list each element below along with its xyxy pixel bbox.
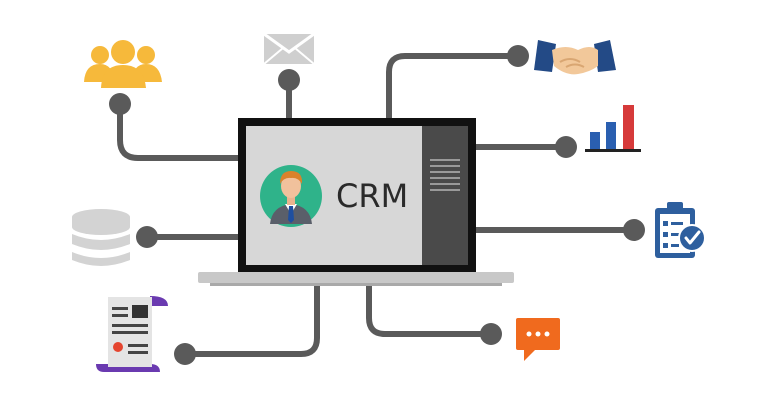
bar-chart-icon (585, 105, 641, 152)
connector-partnership (386, 53, 521, 121)
crm-label: CRM (336, 177, 408, 215)
laptop-base (198, 272, 514, 283)
connector-team (117, 101, 243, 161)
dot-documents (174, 343, 196, 365)
laptop: CRM (198, 118, 514, 286)
dot-team (109, 93, 131, 115)
screen-sidebar (422, 126, 468, 265)
database-icon (72, 209, 130, 266)
handshake-icon (534, 40, 616, 75)
laptop-base-shadow (210, 283, 502, 286)
user-avatar-icon (260, 165, 322, 227)
connector-chat (366, 281, 494, 337)
envelope-icon (263, 32, 315, 65)
dot-partnership (507, 45, 529, 67)
dot-chat (480, 323, 502, 345)
connector-dots (109, 45, 645, 365)
dot-tasks (623, 219, 645, 241)
dot-email (278, 69, 300, 91)
dot-analytics (555, 136, 577, 158)
clipboard-check-icon (655, 202, 706, 258)
menu-lines-icon (430, 159, 460, 191)
document-scroll-icon (96, 296, 168, 372)
chat-bubble-icon (516, 318, 560, 361)
connector-documents (182, 281, 320, 357)
connectors (117, 53, 637, 357)
dot-database (136, 226, 158, 248)
team-icon (84, 40, 162, 88)
